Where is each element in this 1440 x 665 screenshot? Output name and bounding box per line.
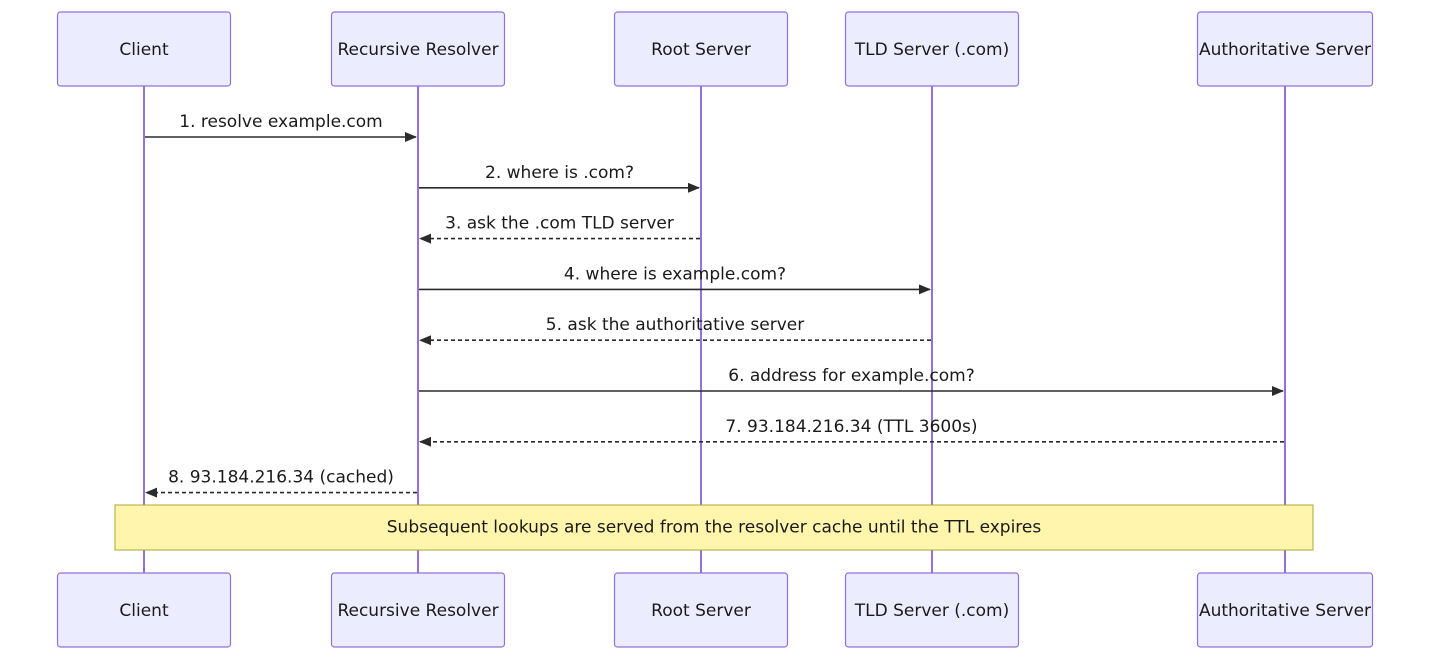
actor-label: Authoritative Server (1199, 40, 1371, 60)
actor-box (613, 572, 789, 648)
message-label: 4. where is example.com? (564, 264, 786, 284)
actor-label: Recursive Resolver (337, 40, 498, 60)
message-4: 4. where is example.com? (419, 264, 931, 295)
note: Subsequent lookups are served from the r… (114, 504, 1314, 551)
message-6: 6. address for example.com? (419, 366, 1284, 396)
actor-bottom-auth: Authoritative Server (1196, 572, 1374, 648)
message-label: 7. 93.184.216.34 (TTL 3600s) (725, 417, 977, 437)
actor-label: Authoritative Server (1199, 601, 1371, 621)
message-label: 6. address for example.com? (728, 366, 975, 386)
message-7: 7. 93.184.216.34 (TTL 3600s) (419, 417, 1284, 447)
message-8: 8. 93.184.216.34 (cached) (145, 468, 417, 498)
actor-top-root: Root Server (613, 11, 789, 87)
message-1: 1. resolve example.com (145, 112, 417, 142)
actor-bottom-tld: TLD Server (.com) (844, 572, 1020, 648)
messages: 1. resolve example.com 2. where is .com? 3… (145, 112, 1284, 498)
actor-box (56, 572, 232, 648)
actor-box (56, 11, 232, 87)
note-box (114, 504, 1314, 551)
lifelines (143, 86, 1286, 573)
message-label: 5. ask the authoritative server (546, 315, 804, 335)
actor-top-client: Client (56, 11, 232, 87)
actor-label: Client (119, 601, 169, 621)
actor-label: TLD Server (.com) (854, 40, 1009, 60)
actor-label: Root Server (651, 601, 751, 621)
message-label: 3. ask the .com TLD server (445, 214, 674, 234)
actor-box (613, 11, 789, 87)
actor-box (1196, 11, 1374, 87)
actor-top-auth: Authoritative Server (1196, 11, 1374, 87)
message-label: 8. 93.184.216.34 (cached) (168, 468, 394, 488)
actor-box (330, 572, 506, 648)
actor-box (844, 11, 1020, 87)
actor-top-resolver: Recursive Resolver (330, 11, 506, 87)
message-2: 2. where is .com? (419, 163, 700, 193)
message-3: 3. ask the .com TLD server (419, 214, 700, 244)
actors-bottom: Client Recursive Resolver Root Server TLD S… (56, 572, 1374, 648)
actor-label: Recursive Resolver (337, 601, 498, 621)
actors-top: Client Recursive Resolver Root Server TLD S… (56, 11, 1374, 87)
message-label: 1. resolve example.com (179, 112, 383, 132)
actor-box (844, 572, 1020, 648)
note-text: Subsequent lookups are served from the r… (387, 518, 1042, 538)
message-label: 2. where is .com? (485, 163, 634, 183)
message-5: 5. ask the authoritative server (419, 315, 931, 346)
actor-top-tld: TLD Server (.com) (844, 11, 1020, 87)
actor-label: Root Server (651, 40, 751, 60)
actor-bottom-root: Root Server (613, 572, 789, 648)
actor-label: Client (119, 40, 169, 60)
actor-box (1196, 572, 1374, 648)
actor-label: TLD Server (.com) (854, 601, 1009, 621)
actor-bottom-resolver: Recursive Resolver (330, 572, 506, 648)
actor-bottom-client: Client (56, 572, 232, 648)
actor-box (330, 11, 506, 87)
